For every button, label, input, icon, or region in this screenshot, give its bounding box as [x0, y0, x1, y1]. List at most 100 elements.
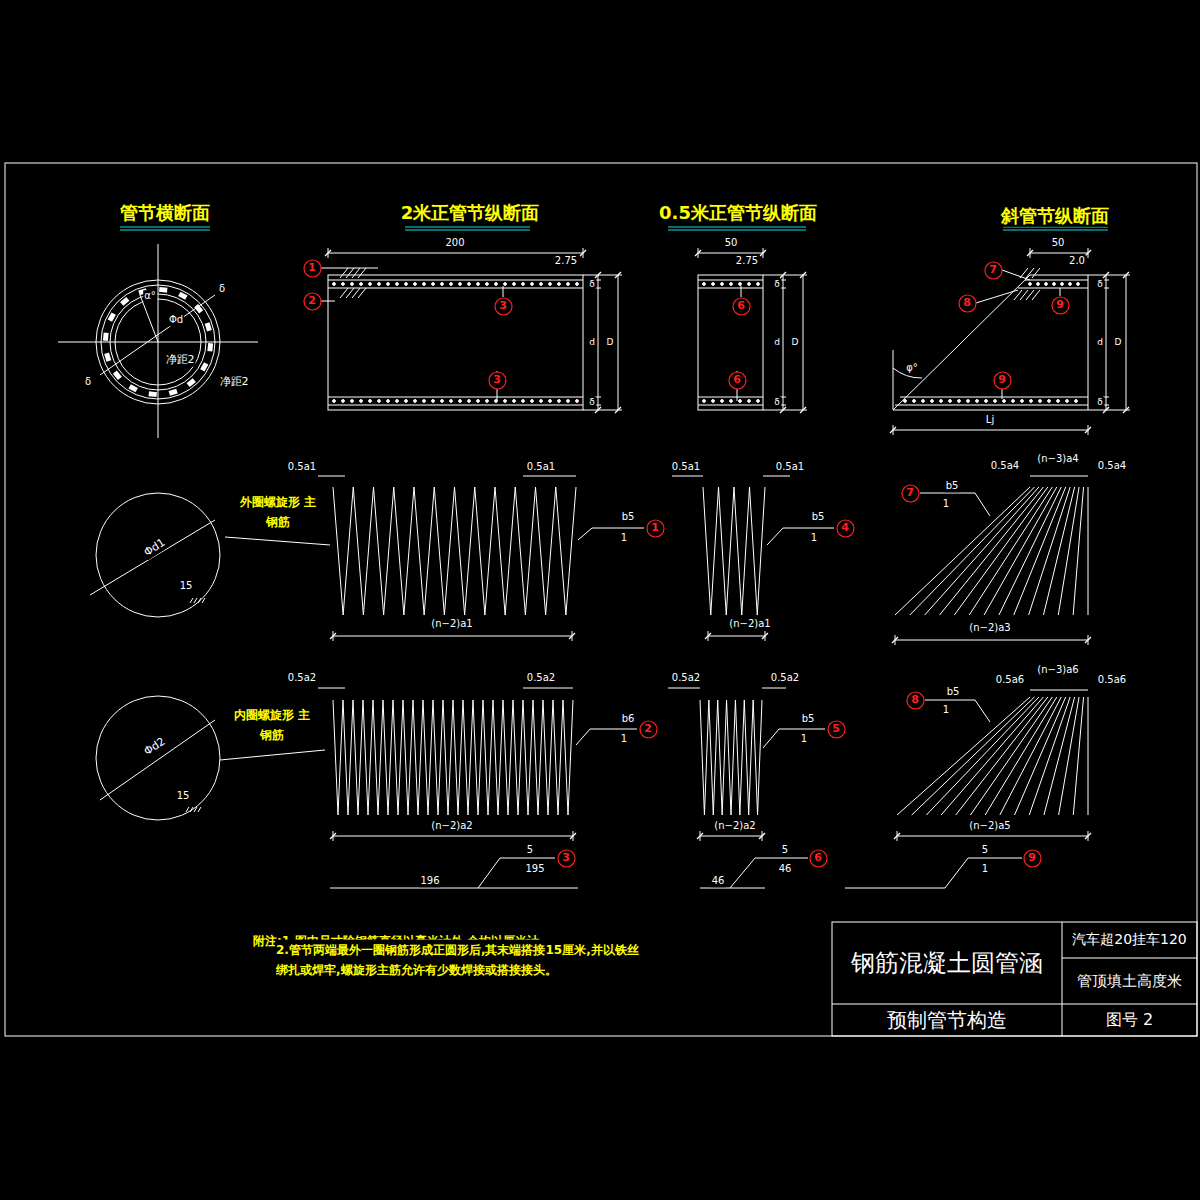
ring: [396, 283, 399, 286]
drawing-line: [328, 405, 583, 406]
ring: [405, 283, 408, 286]
dimension-label: α°: [143, 290, 157, 302]
drawing-line: [1088, 487, 1089, 615]
drawing-line: [954, 487, 1047, 615]
drawing-line: [730, 858, 755, 888]
ring: [931, 400, 934, 403]
dimension-label: 15: [179, 580, 194, 592]
rebar-block: [149, 391, 157, 397]
ring: [531, 400, 534, 403]
ring: [558, 283, 561, 286]
ring: [1053, 283, 1056, 286]
ring: [904, 400, 907, 403]
ring: [513, 400, 516, 403]
drawing-line: [1088, 410, 1130, 411]
ring: [459, 400, 462, 403]
ring: [757, 283, 760, 286]
callout-number: 1: [303, 259, 322, 278]
section-heading: 管节横断面: [119, 203, 211, 224]
ring: [540, 400, 543, 403]
callout-number: 2: [639, 720, 658, 739]
ring: [730, 283, 733, 286]
drawing-line: [1029, 697, 1070, 815]
drawing-line: [762, 688, 786, 689]
drawing-line: [1103, 397, 1109, 398]
drawing-line: [318, 476, 345, 477]
ring: [1077, 283, 1080, 286]
rebar-block: [113, 371, 122, 380]
rebar-block: [120, 297, 129, 306]
drawing-line: [741, 286, 742, 297]
callout-number: 4: [836, 519, 855, 538]
ring: [351, 283, 354, 286]
ring: [369, 283, 372, 286]
outline-skew: [893, 275, 1088, 410]
drawing-line: [912, 697, 1035, 815]
drawing-line: [893, 350, 894, 410]
rebar-block: [200, 362, 208, 371]
dimension-label: δ: [218, 283, 226, 295]
callout-ring: [1024, 850, 1041, 867]
drawing-line: [1088, 248, 1089, 258]
dimension-label: 0.5a1: [775, 461, 805, 473]
rebar-block: [104, 353, 111, 362]
drawing-line: [1002, 270, 1030, 280]
drawing-line: [1062, 922, 1063, 1036]
drawing-line: [405, 227, 530, 228]
dimension-label: Φd: [168, 314, 184, 326]
drawing-line: [1073, 487, 1083, 615]
ring: [567, 400, 570, 403]
drawing-line: [698, 280, 763, 281]
rebar-block: [207, 343, 213, 351]
drawing-line: [975, 493, 990, 516]
drawing-line: [780, 405, 786, 406]
dimension-label: d: [1096, 337, 1104, 347]
drawing-line: [897, 831, 898, 841]
drawing-line: [1002, 389, 1003, 399]
ring: [486, 400, 489, 403]
drawing-line: [968, 858, 1022, 859]
callout-ring: [837, 520, 854, 537]
ring: [703, 400, 706, 403]
callout-text: 9: [998, 374, 1006, 386]
callout-ring: [558, 850, 575, 867]
rebar-line: [703, 487, 765, 615]
callout-ring: [729, 372, 746, 389]
callout-ring: [489, 372, 506, 389]
ring: [414, 400, 417, 403]
drawing-line: [405, 230, 530, 231]
ring: [414, 283, 417, 286]
drawing-line: [845, 888, 945, 889]
drawing-line: [755, 858, 808, 859]
drawing-line: [945, 858, 968, 888]
dimension-label: δ: [773, 279, 781, 289]
ring: [405, 400, 408, 403]
drawing-line: [618, 275, 619, 410]
rebar-block: [169, 389, 178, 396]
drawing-line: [700, 888, 765, 889]
drawing-line: [578, 528, 592, 540]
callout-text: 6: [733, 374, 741, 386]
drawing-line: [595, 288, 601, 289]
dimension-label: (n−2)a5: [968, 820, 1011, 832]
drawing-line: [358, 288, 366, 298]
dimension-label: 净距2: [219, 376, 250, 389]
callout-text: 6: [737, 300, 745, 312]
drawing-line: [328, 397, 583, 398]
drawing-line: [333, 636, 572, 637]
callout-ring: [810, 850, 827, 867]
rebar-block: [187, 378, 196, 387]
callout-number: 6: [728, 371, 747, 390]
ring: [1045, 283, 1048, 286]
ring: [721, 283, 724, 286]
drawing-line: [976, 290, 1018, 303]
dimension-label: (n−2)a1: [728, 618, 771, 630]
drawing-line: [700, 836, 762, 837]
callout-number: 6: [809, 849, 828, 868]
ring: [477, 283, 480, 286]
ring: [1057, 400, 1060, 403]
drawing-line: [668, 227, 806, 228]
dimension-label: (n−3)a4: [1036, 453, 1079, 465]
title-text: 预制管节构造: [887, 1009, 1007, 1031]
